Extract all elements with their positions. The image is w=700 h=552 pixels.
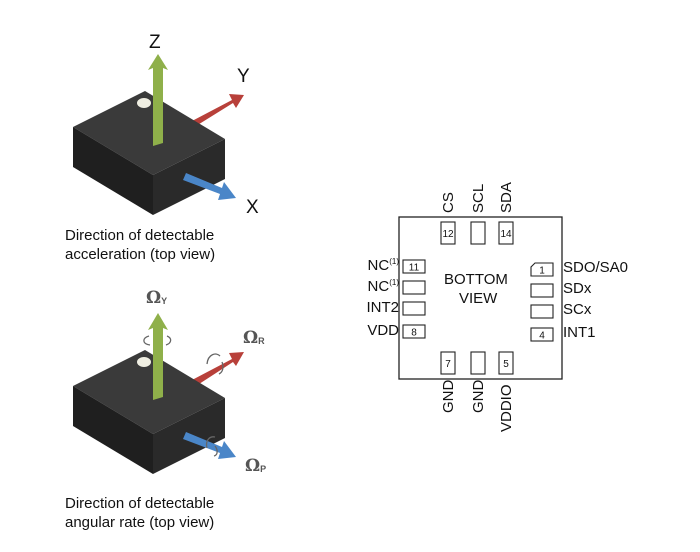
- z-axis-label: Z: [149, 32, 161, 53]
- bottom-pin-label: GND: [470, 379, 487, 413]
- bottom-view-label-line1: BOTTOM: [444, 271, 508, 288]
- right-pin-label: SDO/SA0: [563, 259, 629, 276]
- pin-number: 11: [409, 263, 420, 274]
- right-pin-label: INT1: [563, 324, 596, 341]
- package-outline: [398, 216, 563, 380]
- x-axis-label: X: [246, 197, 259, 218]
- top-pad: [498, 221, 514, 245]
- right-pad: [530, 304, 554, 319]
- bottom-pad: [498, 351, 514, 375]
- bottom-pin-label: GND: [440, 379, 457, 413]
- right-pad: [530, 327, 554, 342]
- pitch-rotation-arc-icon: [205, 436, 216, 449]
- pin-number: 8: [411, 328, 417, 339]
- pitch-axis-arrow: [183, 432, 236, 459]
- bottom-pad: [440, 351, 456, 375]
- pin-number: 12: [442, 229, 454, 240]
- left-pin-label: NC(1): [367, 257, 399, 274]
- left-pad: [402, 280, 426, 295]
- yaw-axis-label: ΩY: [146, 288, 168, 308]
- footnote-marker: (1): [389, 257, 399, 266]
- right-pad: [530, 262, 554, 277]
- right-pin-label: SDx: [563, 280, 592, 297]
- left-pad: [402, 324, 426, 339]
- z-axis-arrow: [148, 54, 168, 146]
- pin1-marker-dot: [137, 98, 151, 108]
- left-pin-label: INT2: [366, 299, 399, 316]
- left-pad: [402, 259, 426, 274]
- left-pad: [402, 301, 426, 316]
- pin-number: 4: [539, 331, 545, 342]
- right-pad: [530, 283, 554, 298]
- footnote-marker: (1): [389, 278, 399, 287]
- yaw-rotation-arc-icon: [143, 335, 151, 346]
- pin-number: 1: [539, 266, 545, 277]
- left-pin-label: VDD: [367, 322, 399, 339]
- gyro-caption-line2: angular rate (top view): [65, 514, 215, 531]
- bottom-pin-label: VDDIO: [498, 383, 515, 432]
- top-pin-label: CS: [440, 192, 457, 213]
- roll-axis-label: ΩR: [243, 328, 265, 348]
- chip-body-gyro: [73, 350, 225, 474]
- x-axis-arrow: [183, 173, 236, 200]
- right-pin-label: SCx: [563, 301, 592, 318]
- pin-number: 14: [500, 229, 512, 240]
- pin1-marker-dot-gyro: [137, 357, 151, 367]
- pitch-axis-label: ΩP: [245, 456, 267, 476]
- yaw-axis-arrow: [148, 313, 168, 400]
- roll-axis-arrow: [192, 352, 244, 386]
- y-axis-arrow: [192, 94, 244, 126]
- chip-body: [73, 91, 225, 215]
- accel-caption-line1: Direction of detectable: [65, 227, 215, 244]
- roll-rotation-arc-icon: [206, 353, 221, 365]
- accel-caption-line2: acceleration (top view): [65, 246, 216, 263]
- pin-number: 5: [503, 359, 509, 370]
- pin-number: 7: [445, 359, 451, 370]
- bottom-view-label-line2: VIEW: [459, 290, 498, 307]
- gyro-caption-line1: Direction of detectable: [65, 495, 215, 512]
- top-pin-label: SCL: [470, 183, 487, 213]
- bottom-pad: [470, 351, 486, 375]
- rotation-arc-icons: [143, 335, 224, 457]
- left-pin-label: NC(1): [367, 278, 399, 295]
- y-axis-label: Y: [237, 66, 250, 87]
- top-pad: [470, 221, 486, 245]
- top-pad: [440, 221, 456, 245]
- top-pin-label: SDA: [498, 182, 515, 213]
